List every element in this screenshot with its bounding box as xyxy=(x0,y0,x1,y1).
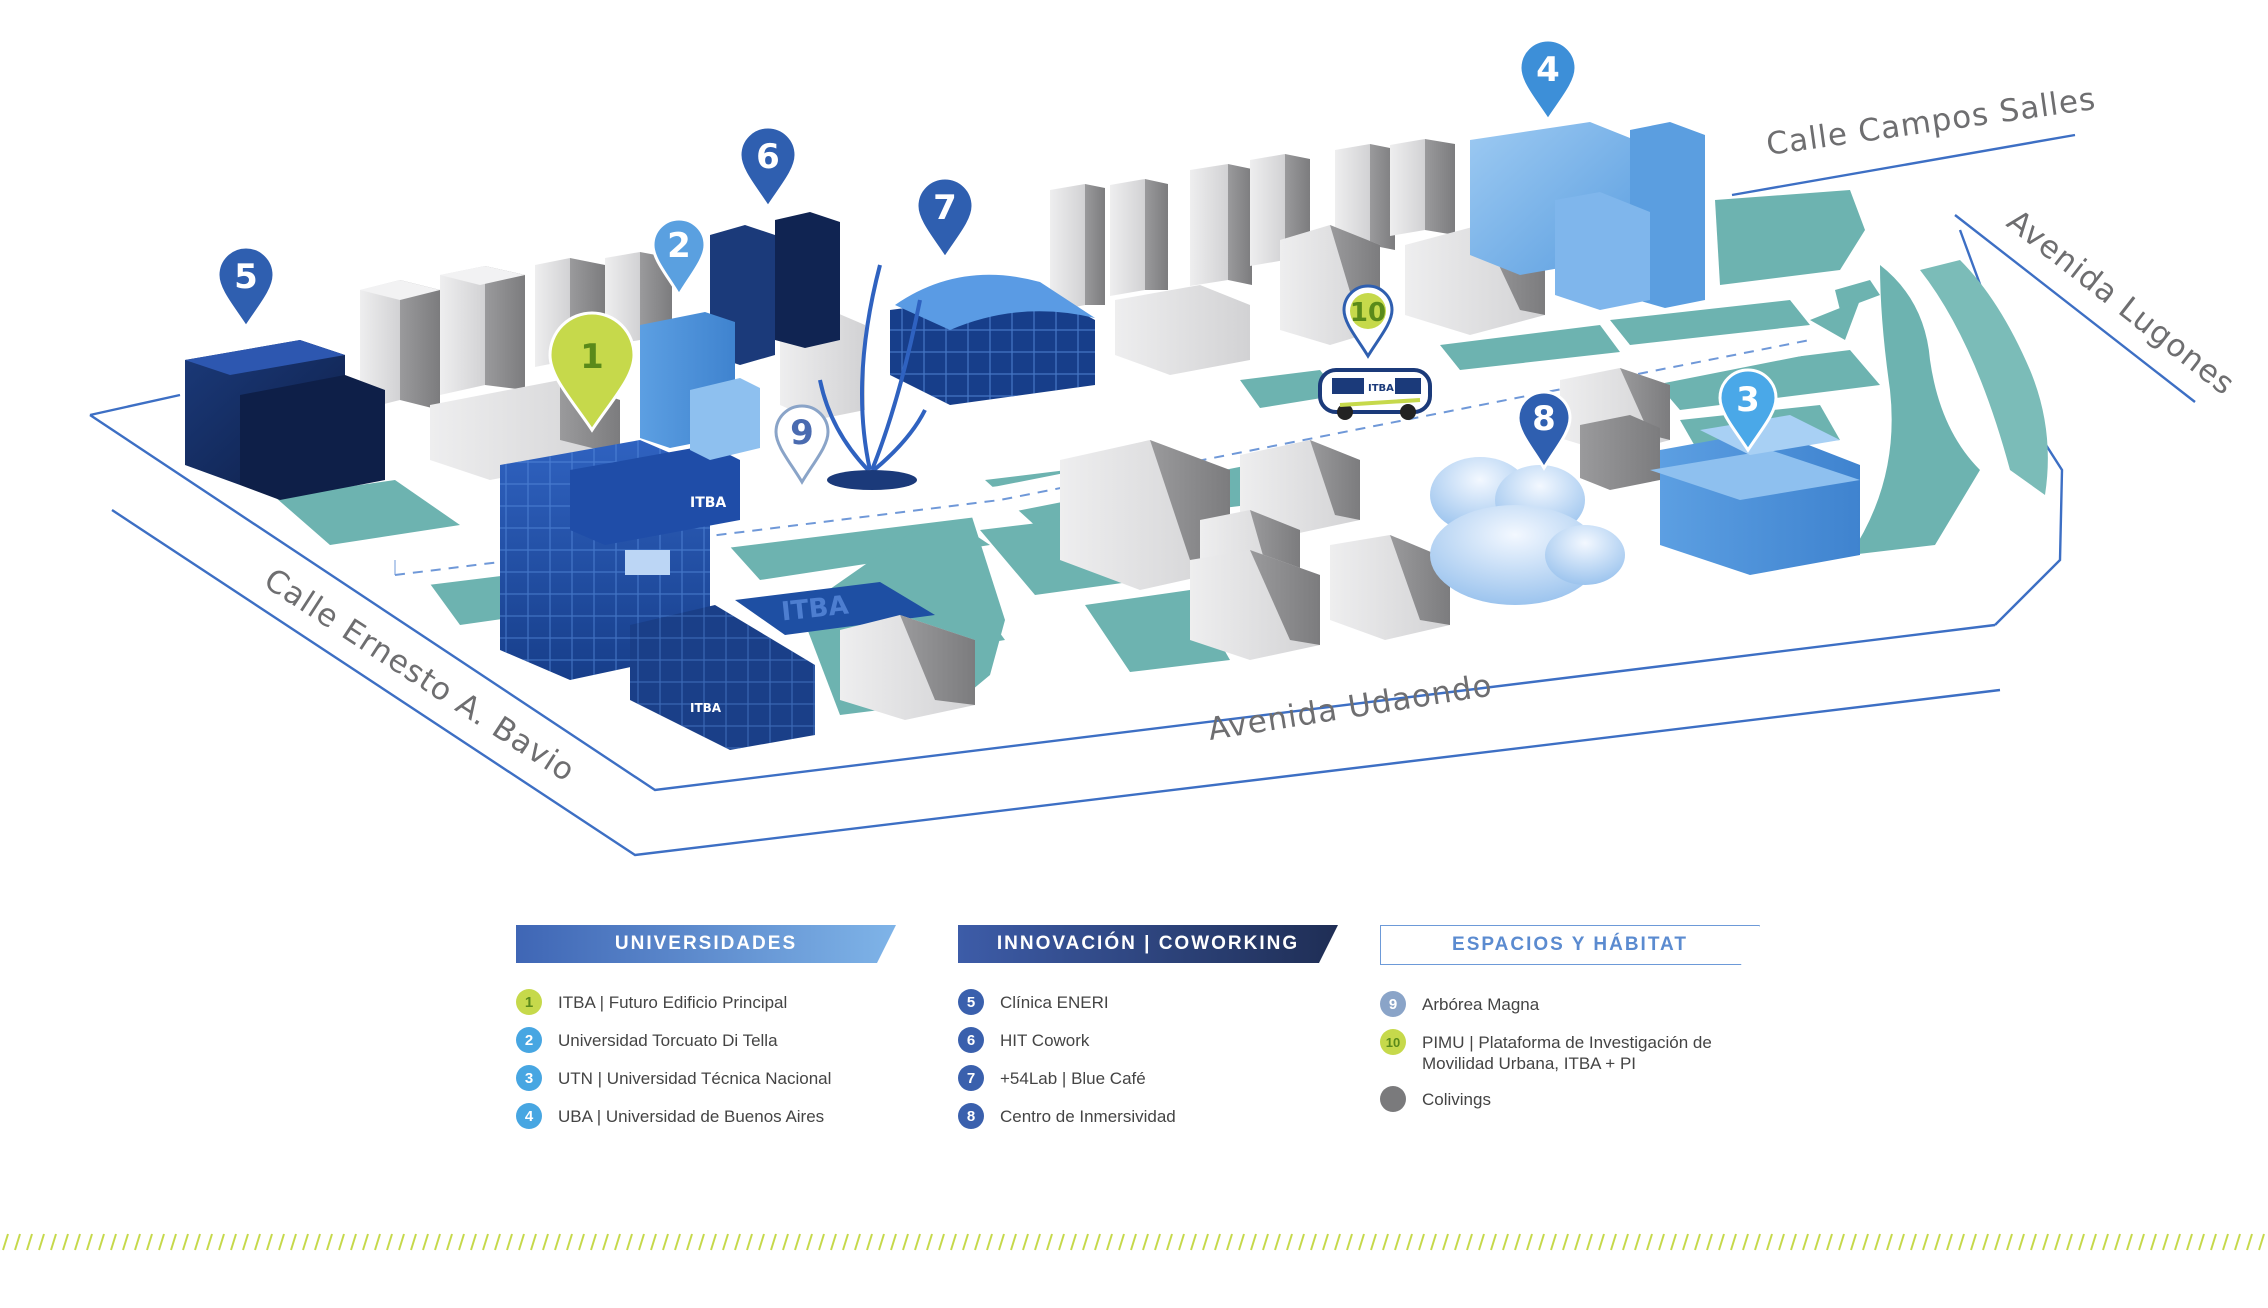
svg-text:3: 3 xyxy=(1736,380,1760,420)
road-outlines xyxy=(89,133,2196,857)
pin-4[interactable]: 4 xyxy=(1518,38,1578,123)
legend-dot: 4 xyxy=(516,1103,542,1129)
itba-plaza-label: ITBA xyxy=(780,591,850,628)
legend-dot: 7 xyxy=(958,1065,984,1091)
itba-main-building: ITBA ITBA xyxy=(500,440,815,750)
legend-dot xyxy=(1380,1086,1406,1112)
legend-dot: 9 xyxy=(1380,991,1406,1017)
pin-10[interactable]: 10 xyxy=(1342,284,1394,359)
itba-tower-sign: ITBA xyxy=(690,495,726,511)
legend-item: Colivings xyxy=(1380,1086,1760,1112)
legend-dot: 5 xyxy=(958,989,984,1015)
svg-text:4: 4 xyxy=(1536,50,1560,90)
hatch-divider xyxy=(0,1232,2268,1252)
pin-9[interactable]: 9 xyxy=(774,404,830,485)
svg-text:1: 1 xyxy=(580,337,604,377)
legend-item: 7+54Lab | Blue Café xyxy=(958,1065,1338,1091)
svg-text:10: 10 xyxy=(1350,298,1386,328)
street-udaondo: Avenida Udaondo xyxy=(1206,667,1495,747)
pin-3[interactable]: 3 xyxy=(1718,368,1778,453)
svg-text:8: 8 xyxy=(1532,399,1556,439)
di-tella-building xyxy=(640,312,760,460)
svg-text:2: 2 xyxy=(667,226,691,266)
54lab-building xyxy=(890,274,1095,405)
legend-dot: 8 xyxy=(958,1103,984,1129)
legend-dot: 1 xyxy=(516,989,542,1015)
legend-espacios-title: ESPACIOS Y HÁBITAT xyxy=(1380,925,1760,965)
bus-sign: ITBA xyxy=(1368,383,1394,394)
itba-base-sign: ITBA xyxy=(690,701,722,715)
itba-plaza: ITBA xyxy=(735,582,935,635)
centro-inmersividad-domes xyxy=(1430,457,1625,605)
pin-1[interactable]: 1 xyxy=(548,231,636,433)
svg-text:6: 6 xyxy=(756,137,780,177)
svg-text:5: 5 xyxy=(234,257,258,297)
pimu-bus: ITBA xyxy=(1318,368,1432,420)
street-campos-salles: Calle Campos Salles xyxy=(1764,81,2098,163)
arborea-magna-fountain xyxy=(818,264,927,490)
legend-dot: 3 xyxy=(516,1065,542,1091)
gray-buildings xyxy=(360,139,1670,720)
utn-building xyxy=(1650,415,1860,575)
legend-dot: 6 xyxy=(958,1027,984,1053)
legend-dot: 2 xyxy=(516,1027,542,1053)
pin-6[interactable]: 6 xyxy=(738,125,798,210)
svg-text:7: 7 xyxy=(933,188,957,228)
street-lugones: Avenida Lugones xyxy=(2000,203,2242,403)
pin-7[interactable]: 7 xyxy=(915,176,975,261)
map-pins: 1 2 3 4 5 6 7 8 xyxy=(216,38,1778,485)
clinica-eneri-building xyxy=(185,340,385,500)
legend-universidades-title: UNIVERSIDADES xyxy=(516,925,896,963)
svg-text:9: 9 xyxy=(790,413,814,453)
uba-building xyxy=(1470,122,1705,310)
pin-5[interactable]: 5 xyxy=(216,245,276,330)
pin-8[interactable]: 8 xyxy=(1516,390,1572,471)
legend-dot: 10 xyxy=(1380,1029,1406,1055)
legend-innovacion-title: INNOVACIÓN | COWORKING xyxy=(958,925,1338,963)
pin-2[interactable]: 2 xyxy=(651,217,707,298)
